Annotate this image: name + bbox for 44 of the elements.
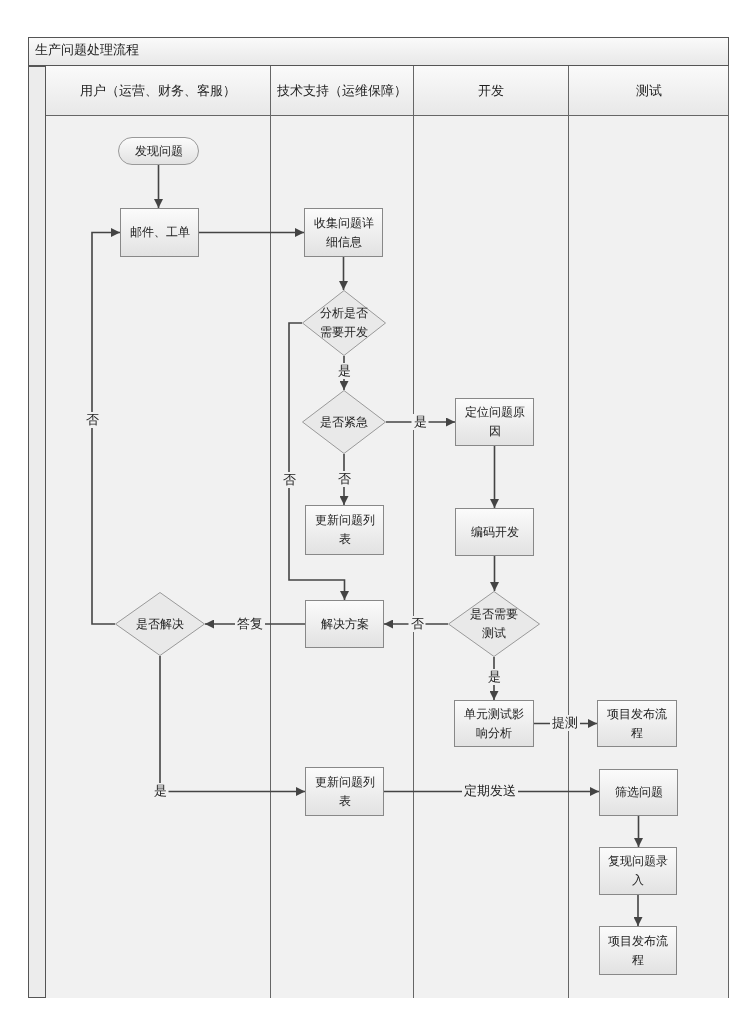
edge-label: 提测 (550, 715, 580, 731)
process-box: 复现问题录入 (599, 847, 677, 895)
process-box: 编码开发 (455, 508, 534, 556)
edge-label: 是 (151, 783, 169, 799)
decision-diamond: 是否紧急 (302, 390, 386, 454)
arrow (198, 228, 305, 237)
decision-diamond: 分析是否需要开发 (302, 290, 386, 356)
arrow (634, 815, 643, 848)
process-box: 项目发布流程 (597, 700, 677, 747)
edge-label: 答复 (235, 616, 265, 632)
lane-header: 开发 (414, 66, 568, 116)
process-box: 单元测试影响分析 (454, 700, 534, 747)
edge-label: 是 (485, 669, 503, 685)
pool-title: 生产问题处理流程 (28, 37, 729, 66)
arrow (490, 555, 499, 592)
process-box: 筛选问题 (599, 769, 678, 816)
process-box: 解决方案 (305, 600, 384, 648)
process-box: 更新问题列表 (305, 505, 384, 555)
process-box: 邮件、工单 (120, 208, 199, 257)
edge-label: 是 (411, 414, 429, 430)
decision-diamond: 是否解决 (115, 592, 205, 656)
edge-label: 否 (83, 412, 101, 428)
edge-label: 是 (335, 363, 353, 379)
edge-label: 定期发送 (462, 783, 518, 799)
process-box: 更新问题列表 (305, 767, 384, 816)
lane-header: 测试 (569, 66, 728, 116)
edge-label: 否 (335, 471, 353, 487)
decision-diamond: 是否需要测试 (448, 591, 540, 657)
lane-header: 技术支持（运维保障） (271, 66, 413, 116)
arrow (159, 655, 306, 796)
arrow (154, 164, 163, 209)
process-box: 收集问题详细信息 (304, 208, 383, 257)
start-terminator: 发现问题 (118, 137, 199, 165)
swimlane (46, 66, 271, 998)
arrow (633, 894, 643, 927)
edge-label: 否 (280, 472, 298, 488)
lane-header: 用户（运营、财务、客服） (46, 66, 270, 116)
arrow (91, 228, 121, 625)
process-box: 项目发布流程 (599, 926, 677, 975)
arrow (339, 256, 348, 291)
arrow (288, 322, 349, 601)
edge-label: 否 (408, 616, 426, 632)
arrow (490, 445, 499, 509)
process-box: 定位问题原因 (455, 398, 534, 446)
